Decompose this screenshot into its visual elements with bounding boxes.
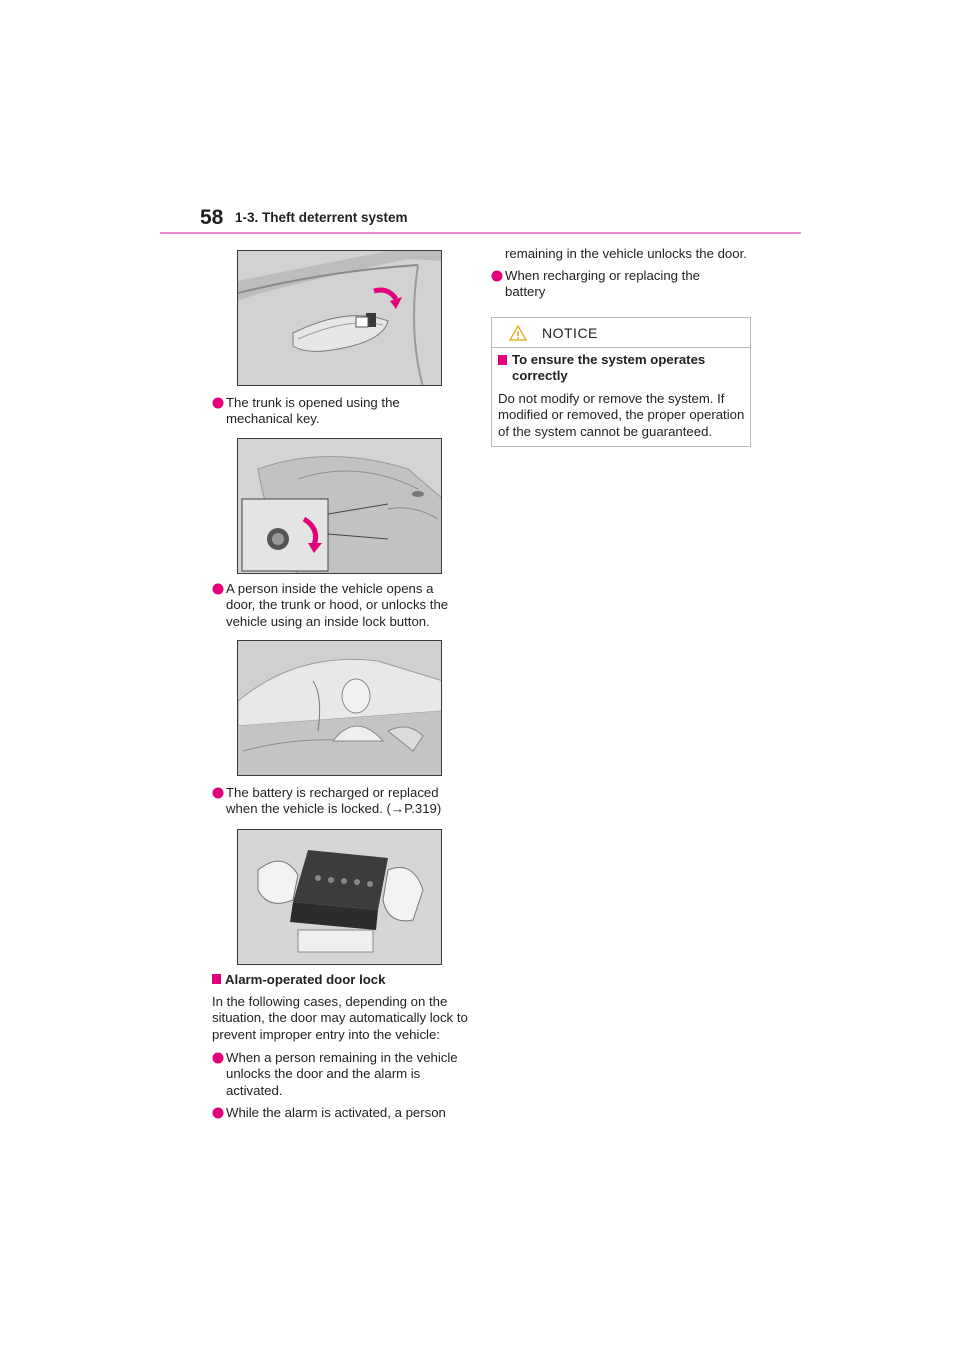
list-item: The battery is recharged or replaced whe… xyxy=(212,785,462,818)
bullet-icon xyxy=(212,1052,224,1064)
notice-heading-text: To ensure the system operates correctly xyxy=(512,352,706,384)
header-rule xyxy=(160,232,801,234)
notice-header: NOTICE xyxy=(492,318,750,348)
alarm-heading-text: Alarm-operated door lock xyxy=(225,972,386,987)
square-icon xyxy=(212,974,221,984)
list-item: The trunk is opened using the mechanical… xyxy=(212,395,462,428)
battery-illustration xyxy=(237,829,442,965)
bullet-text: The battery is recharged or replaced whe… xyxy=(226,785,442,817)
door-handle-illustration xyxy=(237,250,442,386)
list-item: While the alarm is activated, a person xyxy=(212,1105,462,1121)
warning-icon xyxy=(509,325,527,341)
notice-body: Do not modify or remove the system. If m… xyxy=(498,391,745,439)
section-title: 1-3. Theft deterrent system xyxy=(235,210,408,225)
list-item: A person inside the vehicle opens a door… xyxy=(212,581,462,630)
square-icon xyxy=(498,355,507,365)
bullet-icon xyxy=(212,397,224,409)
bullet-icon xyxy=(212,583,224,595)
bullet-text: The trunk is opened using the mechanical… xyxy=(226,395,400,427)
alarm-intro: In the following cases, depending on the… xyxy=(212,994,468,1042)
page-number: 58 xyxy=(200,206,224,229)
list-item: When a person remaining in the vehicle u… xyxy=(212,1050,462,1099)
bullet-text: When recharging or replacing the battery xyxy=(505,268,700,300)
person-inside-illustration xyxy=(237,640,442,776)
trunk-key-illustration xyxy=(237,438,442,574)
bullet-text: When a person remaining in the vehicle u… xyxy=(226,1050,458,1098)
continued-text: remaining in the vehicle unlocks the doo… xyxy=(505,246,747,261)
list-item: When recharging or replacing the battery xyxy=(491,268,753,301)
bullet-text: A person inside the vehicle opens a door… xyxy=(226,581,449,629)
bullet-icon xyxy=(491,270,503,282)
bullet-text: While the alarm is activated, a person xyxy=(226,1105,446,1120)
notice-label: NOTICE xyxy=(542,325,598,341)
bullet-icon xyxy=(212,1107,224,1119)
notice-box: NOTICE To ensure the system operates cor… xyxy=(491,317,751,447)
notice-heading: To ensure the system operates correctly xyxy=(498,352,738,385)
alarm-heading: Alarm-operated door lock xyxy=(212,972,385,988)
bullet-icon xyxy=(212,787,224,799)
